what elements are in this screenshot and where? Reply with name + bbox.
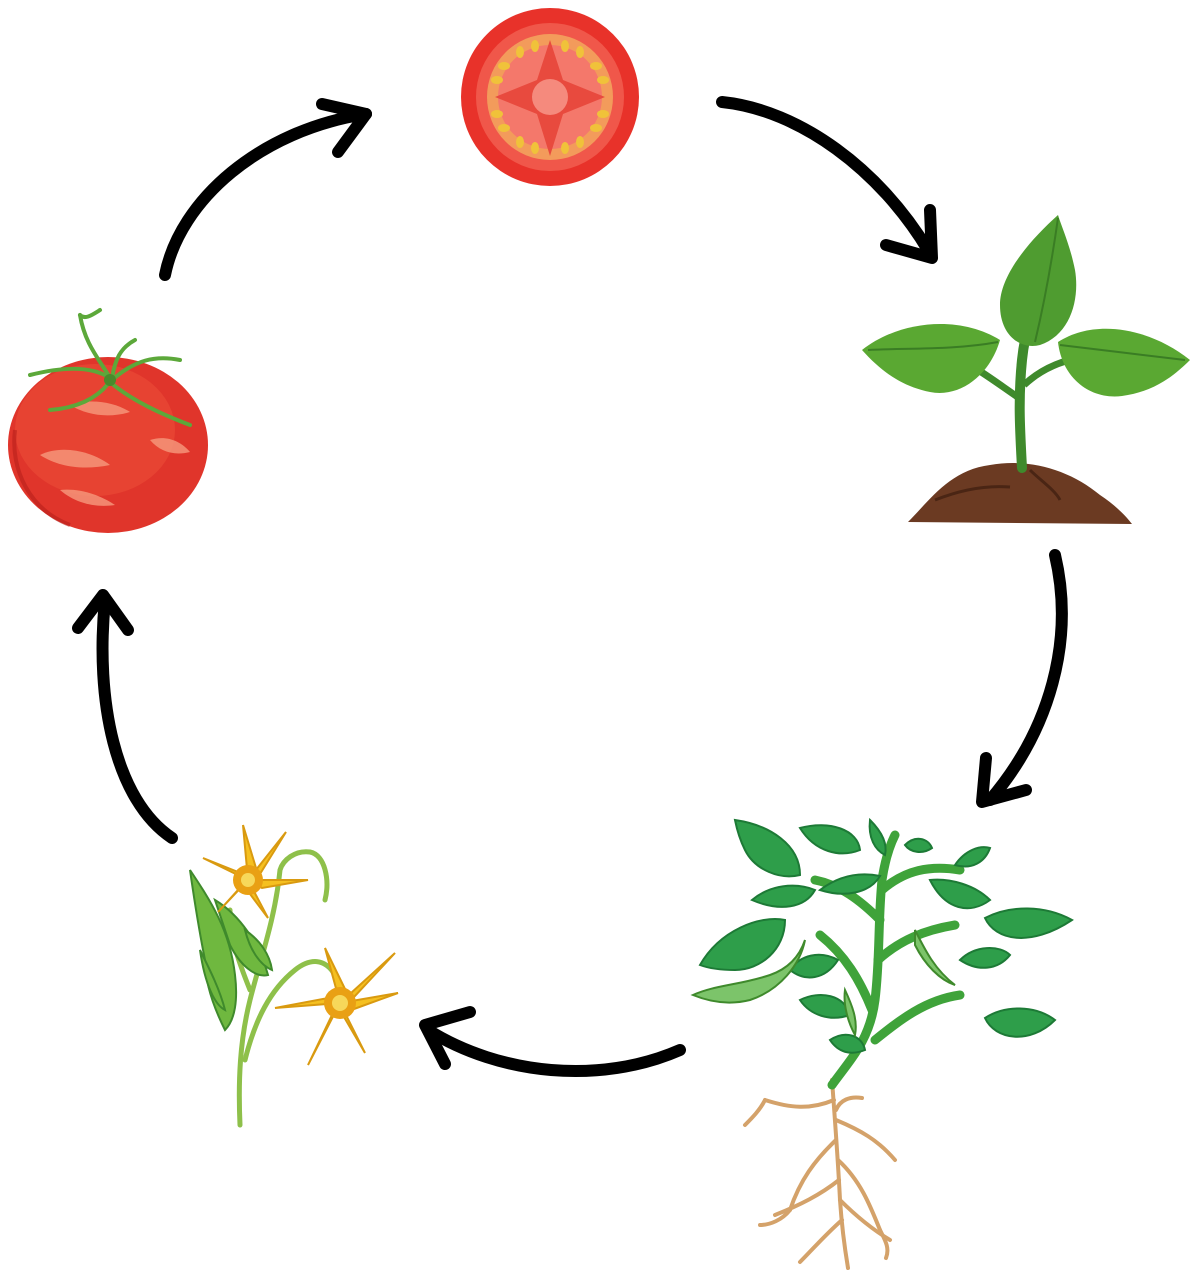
arrow-seedling-to-plant [982,555,1062,802]
arrow-flowers-to-fruit [78,595,172,838]
tomato-slice-icon [461,8,639,186]
arrow-fruit-to-slice [165,104,366,275]
seedling-icon [862,215,1190,524]
arrow-plant-to-flowers [425,1012,680,1071]
tomato-flower-icon [190,825,398,1125]
tomato-plant-icon [693,820,1072,1268]
tomato-icon [8,310,208,533]
arrow-slice-to-seedling [722,102,932,258]
